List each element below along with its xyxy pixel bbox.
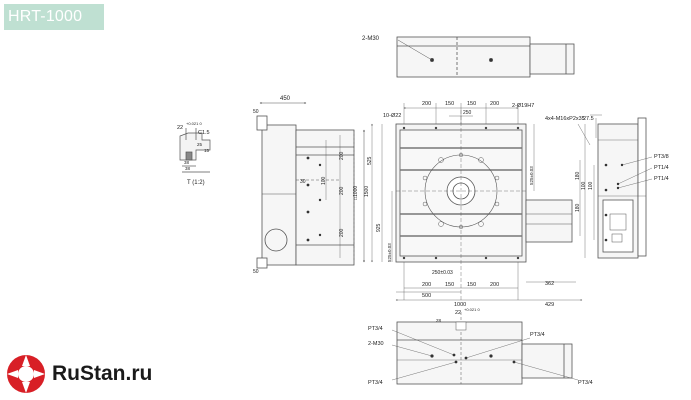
top-view <box>396 36 575 78</box>
bottom-view <box>391 312 579 385</box>
front-view <box>371 103 583 301</box>
front-dim-362: 362 <box>545 281 554 287</box>
left-dim-200c: 200 <box>339 228 345 237</box>
front-holes-10: 10-Ø22 <box>383 113 401 119</box>
logo-text: RuStan.ru <box>52 362 153 385</box>
bottom-pt34-c: PT3/4 <box>368 380 383 386</box>
front-dim-525-right-tol: 525±0.03 <box>529 166 534 185</box>
bottom-tolerance: +0.021 0 <box>464 307 480 312</box>
right-dim-27-5: 27.5 <box>583 116 594 122</box>
left-dim-200b: 200 <box>339 186 345 195</box>
right-view-holes <box>604 163 624 242</box>
bottom-dim-22: 22 <box>455 310 461 316</box>
front-top-200b: 200 <box>490 101 499 107</box>
front-holes-2: 2-Ø19H7 <box>512 103 534 109</box>
right-dim-100a: 100 <box>588 181 594 190</box>
bottom-pt34-a: PT3/4 <box>368 326 383 332</box>
detail-tolerance: +0.021 0 <box>186 121 202 126</box>
front-dim-525-left-tol: 525±0.03 <box>387 243 392 262</box>
bottom-dim-28: 28 <box>436 318 442 323</box>
detail-scale: T (1:2) <box>187 180 205 186</box>
right-dim-180: 180 <box>575 171 581 180</box>
left-view-holes <box>306 156 322 242</box>
front-bot-250: 250±0.03 <box>432 270 453 276</box>
right-pt38: PT3/8 <box>654 154 669 160</box>
right-side-view <box>577 114 653 259</box>
rustan-logo[interactable]: RuStan.ru <box>4 352 152 396</box>
bottom-view-holes <box>430 353 516 364</box>
front-bot-200b: 200 <box>490 282 499 288</box>
front-top-250: 250 <box>463 110 472 116</box>
left-side-view <box>256 102 365 269</box>
front-top-150a: 150 <box>445 101 454 107</box>
front-bot-150a: 150 <box>445 282 454 288</box>
detail-chamfer: C1.5 <box>198 130 210 136</box>
front-dim-525-left: 525 <box>367 156 373 165</box>
front-dim-925: 925 <box>376 223 382 232</box>
front-bot-200a: 200 <box>422 282 431 288</box>
front-view-holes <box>402 126 520 260</box>
left-dim-200a: 200 <box>339 151 345 160</box>
front-bot-150b: 150 <box>467 282 476 288</box>
detail-dim-15: 15 <box>204 148 210 153</box>
rustan-logo-icon <box>7 355 45 393</box>
model-badge: HRT-1000 <box>4 4 104 30</box>
left-dim-1000: □1000 <box>353 186 359 200</box>
detail-t-view <box>179 128 211 173</box>
left-dim-50-bottom: 50 <box>253 269 259 275</box>
left-width-450: 450 <box>280 96 291 102</box>
right-pt14b: PT1/4 <box>654 176 669 182</box>
front-top-150b: 150 <box>467 101 476 107</box>
right-thread-label: 4x4-M16xP2x35 <box>545 116 585 122</box>
front-dim-500: 500 <box>422 293 431 299</box>
left-dim-1500: 1500 <box>364 186 370 197</box>
model-title: HRT-1000 <box>8 8 83 25</box>
front-top-200a: 200 <box>422 101 431 107</box>
left-dim-50-top: 50 <box>253 109 259 115</box>
left-dim-100: 100 <box>321 176 327 185</box>
bottom-pt34-d: PT3/4 <box>578 380 593 386</box>
left-dim-30: 30 <box>300 179 306 185</box>
detail-dim-38a: 38 <box>184 160 190 165</box>
right-pt14a: PT1/4 <box>654 165 669 171</box>
front-dim-1000: 1000 <box>454 302 466 308</box>
right-dim-100b: 100 <box>581 181 587 190</box>
bottom-pt34-b: PT3/4 <box>530 332 545 338</box>
detail-dim-38b: 38 <box>185 166 191 171</box>
bottom-thread-label: 2-M30 <box>368 341 384 347</box>
front-dim-429: 429 <box>545 302 554 308</box>
top-thread-label: 2-M30 <box>362 36 380 42</box>
detail-dim-25: 25 <box>197 142 203 147</box>
detail-dim-22: 22 <box>177 125 183 131</box>
right-dim-180b: 180 <box>575 203 581 212</box>
